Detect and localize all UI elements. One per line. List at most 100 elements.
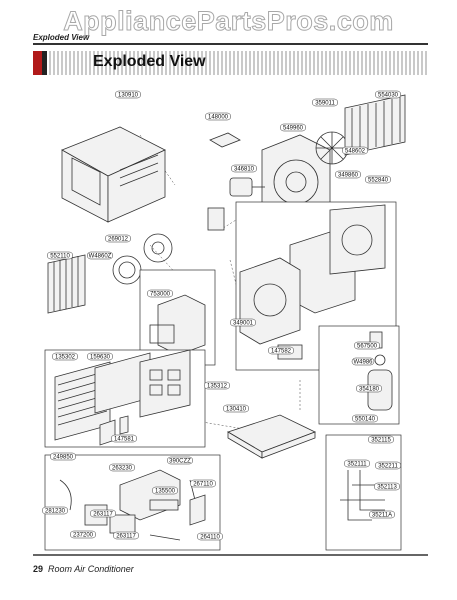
part-callout-bubble — [89, 509, 117, 518]
part-labels: 130910 148000 359011 554030 549960 346810 3498… — [41, 90, 402, 541]
inner-box-part — [149, 294, 206, 356]
part-number-label: 269012 — [108, 237, 129, 243]
part-number-label: 753000 — [150, 292, 171, 298]
evaporator-coil-part — [47, 254, 86, 314]
part-callout-bubble — [104, 234, 132, 243]
part-number-label: 130910 — [118, 93, 139, 99]
part-number-label: 352211 — [378, 464, 398, 470]
part-callout-bubble — [112, 531, 140, 540]
part-number-label: 135500 — [155, 489, 176, 495]
page-number: 29 — [33, 564, 44, 574]
part-callout-bubble — [51, 352, 79, 361]
part-number-label: 352113 — [377, 485, 397, 491]
part-callout-bubble — [86, 251, 114, 260]
part-number-label: 359011 — [315, 101, 335, 107]
footer-text: Room Air Conditioner — [48, 564, 134, 574]
section-header: Exploded View — [33, 33, 90, 42]
part-number-label: 550140 — [355, 417, 376, 423]
part-number-label: 352115 — [371, 438, 391, 444]
part-callout-bubble — [86, 352, 114, 361]
part-number-label: 281230 — [45, 509, 66, 515]
part-callout-bubble — [373, 482, 401, 491]
base-pan-part — [227, 414, 317, 459]
piping-part — [340, 470, 390, 521]
part-callout-bubble — [368, 510, 396, 519]
part-number-label: 135312 — [207, 384, 228, 390]
part-number-label: 346810 — [234, 167, 255, 173]
motor-part — [229, 177, 265, 197]
part-number-label: 352111 — [347, 462, 367, 468]
part-callout-bubble — [46, 251, 74, 260]
part-callout-bubble — [230, 164, 258, 173]
part-number-label: 554030 — [378, 93, 399, 99]
part-number-label: 263117 — [93, 512, 113, 518]
part-callout-bubble — [110, 434, 138, 443]
part-callout-bubble — [114, 90, 142, 99]
page-title: Exploded View — [93, 53, 206, 70]
part-callout-bubble — [279, 123, 307, 132]
part-number-label: 354180 — [359, 387, 380, 393]
part-callout-bubble — [189, 479, 217, 488]
part-callout-bubble — [374, 461, 402, 470]
part-callout-bubble — [204, 112, 232, 121]
part-number-label: 148000 — [208, 115, 229, 121]
part-number-label: 263117 — [116, 534, 136, 540]
part-callout-bubble — [146, 289, 174, 298]
part-callout-bubble — [108, 463, 136, 472]
orifice-ring-part — [112, 255, 142, 285]
part-callout-bubble — [166, 456, 194, 465]
part-callout-bubble — [151, 486, 179, 495]
part-callout-bubble — [341, 146, 369, 155]
part-callout-bubble — [69, 530, 97, 539]
part-callout-bubble — [374, 90, 402, 99]
cabinet-part — [61, 126, 166, 223]
part-callout-bubble — [222, 404, 250, 413]
part-callout-bubble — [196, 532, 224, 541]
part-number-label: 249850 — [53, 455, 74, 461]
part-callout-bubble — [351, 357, 375, 366]
part-number-label: 135302 — [55, 355, 76, 361]
part-number-label: 567500 — [357, 344, 378, 350]
part-callout-bubble — [351, 414, 379, 423]
part-number-label: 147582 — [271, 349, 292, 355]
part-callout-bubble — [355, 384, 383, 393]
part-callout-bubble — [353, 341, 381, 350]
part-number-label: 35211A — [372, 513, 392, 519]
part-number-label: 130410 — [226, 407, 247, 413]
title-bar: Exploded View — [33, 51, 428, 75]
part-number-label: 147581 — [114, 437, 135, 443]
motor-mount-part — [207, 207, 225, 231]
part-callout-bubble — [311, 98, 339, 107]
blower-wheel-part — [143, 233, 173, 263]
part-number-label: 549960 — [283, 126, 304, 132]
title-accent — [33, 51, 42, 75]
part-number-label: 159630 — [90, 355, 111, 361]
header-rule — [33, 43, 428, 45]
part-number-label: 267110 — [193, 482, 213, 488]
piping-box-frame — [325, 434, 402, 551]
part-callout-bubble — [343, 459, 371, 468]
part-callout-bubble — [49, 452, 77, 461]
part-number-label: 349001 — [233, 321, 254, 327]
part-callout-bubble — [367, 435, 395, 444]
part-callout-bubble — [364, 175, 392, 184]
title-accent-dark — [42, 51, 47, 75]
part-number-label: W4860Z — [89, 254, 112, 260]
part-callout-bubble — [41, 506, 69, 515]
part-number-label: 552110 — [50, 254, 70, 260]
part-callout-bubble — [229, 318, 257, 327]
part-number-label: 263230 — [112, 466, 133, 472]
condenser-coil-part — [344, 94, 406, 156]
part-callout-bubble — [267, 346, 295, 355]
bracket-part — [209, 132, 241, 148]
part-callout-bubble — [203, 381, 231, 390]
part-number-label: 390CZZ — [169, 459, 191, 465]
part-number-label: 552840 — [368, 178, 389, 184]
part-number-label: W4986 — [353, 360, 373, 366]
part-number-label: 349860 — [338, 173, 359, 179]
part-callout-bubble — [334, 170, 362, 179]
front-grille-part — [54, 349, 191, 446]
page-footer: 29 Room Air Conditioner — [33, 564, 134, 574]
control-box-part — [59, 469, 206, 541]
